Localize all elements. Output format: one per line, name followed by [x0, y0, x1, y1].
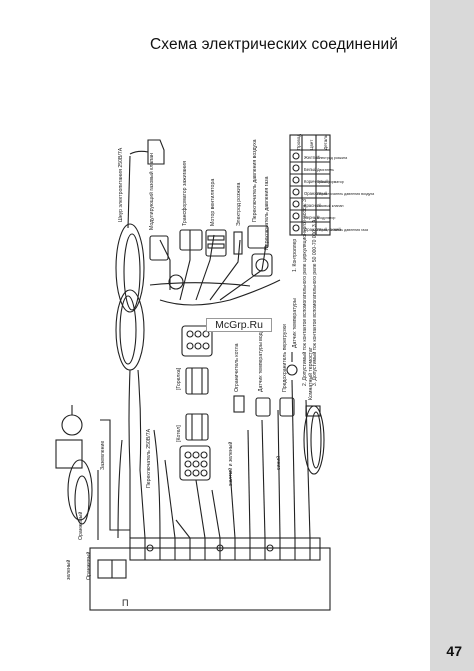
legend-table: [289, 134, 331, 236]
legend-color: Черный: [304, 215, 320, 220]
legend-part: Переключатель давления воздуха: [317, 192, 374, 196]
legend-part: Переключатель давления газа: [317, 228, 368, 232]
legend-part: Модулятор: [317, 216, 335, 220]
legend-color: Коричневый: [304, 179, 328, 184]
label-boiler: [Котел]: [176, 425, 182, 442]
legend-part: Электрод розжига: [317, 156, 347, 160]
connector-label: П: [122, 598, 128, 608]
legend-header-color: Цвет: [309, 139, 314, 150]
legend-color: Оранжевый: [304, 191, 328, 196]
room-thermostat: [305, 405, 321, 417]
watermark: McGrp.Ru: [206, 318, 272, 332]
ignition-transformer: [179, 229, 203, 251]
label-air-pressure-switch: Переключатель давления воздуха: [252, 139, 258, 222]
gas-pressure-switch: [251, 253, 273, 277]
ground-terminal: [61, 414, 83, 436]
legend-color: Белый: [304, 167, 317, 172]
label-burner: [Горелка]: [176, 367, 182, 390]
temp-sensor: [286, 364, 298, 376]
label-ground: Заземление: [100, 441, 106, 470]
label-ignition-transformer: Трансформатор зажигания: [182, 161, 188, 226]
label-room-thermostat: Комнатный термостат: [307, 346, 314, 400]
ignition-electrode: [233, 231, 243, 255]
legend-color: Оранжевый, синий: [304, 227, 341, 232]
page-side-band: [430, 0, 474, 671]
legend-part: Двигатель: [317, 168, 334, 172]
note-1: 1. Контроллер: [292, 239, 298, 272]
air-pressure-switch: [247, 225, 269, 249]
power-plug: [147, 139, 165, 165]
water-temp-sensor: [255, 397, 271, 417]
fan-motor: [205, 229, 227, 257]
page-number: 47: [446, 643, 462, 659]
note-3: 3. Допустимый ток контактов вспомогатель…: [311, 219, 318, 386]
legend-header-part: Деталь: [323, 134, 328, 150]
switch-box: [55, 439, 83, 469]
boiler-thermostat: [233, 395, 245, 413]
modulating-valve: [149, 235, 169, 261]
wire-label-orange-2: Оранжевый: [85, 551, 92, 580]
wire-label-yellow-green: желтый и зеленый: [227, 441, 234, 486]
boiler-connector: [179, 445, 211, 481]
power-cord-coil-top: [115, 223, 145, 313]
label-fuse: Предохранитель перегрузки: [282, 324, 288, 392]
legend-part: Трансформатор: [317, 180, 344, 184]
label-boiler-thermostat: Ограничитель котла: [234, 343, 240, 392]
note-2: 2. Допустимый ток контактов вспомогатель…: [301, 199, 308, 386]
wire-label-orange-1: Оранжевый: [77, 511, 84, 540]
fuse: [279, 397, 295, 417]
page-title: Схема электрических соединений: [150, 36, 399, 53]
legend-color: Желтый: [304, 155, 320, 160]
label-fan-motor: Мотор вентилятора: [210, 179, 216, 226]
burner-connector: [185, 367, 209, 395]
terminal-frame: [89, 547, 331, 611]
legend-color: Красный: [304, 203, 322, 208]
label-modulating-valve: Модулирующий газовый клапан: [148, 153, 155, 230]
label-power-cord: Шнур электропитания 250В/7А: [118, 147, 124, 222]
label-water-temp-sensor: Датчик температуры воды: [258, 328, 264, 392]
label-gas-pressure-switch: Переключатель давления газа: [264, 176, 270, 250]
label-ignition-electrode: Электрод розжига: [236, 182, 242, 226]
wire-label-blue: синий: [275, 456, 282, 470]
legend-part: Газовый клапан: [317, 204, 343, 208]
label-switch: Переключатель 250В/7А: [146, 428, 152, 488]
terminal-block: [129, 537, 321, 561]
label-temp-sensor: Датчик температуры: [292, 298, 298, 348]
legend-header-wire: Провод: [296, 134, 301, 150]
wire-label-green: зеленый: [65, 559, 72, 580]
